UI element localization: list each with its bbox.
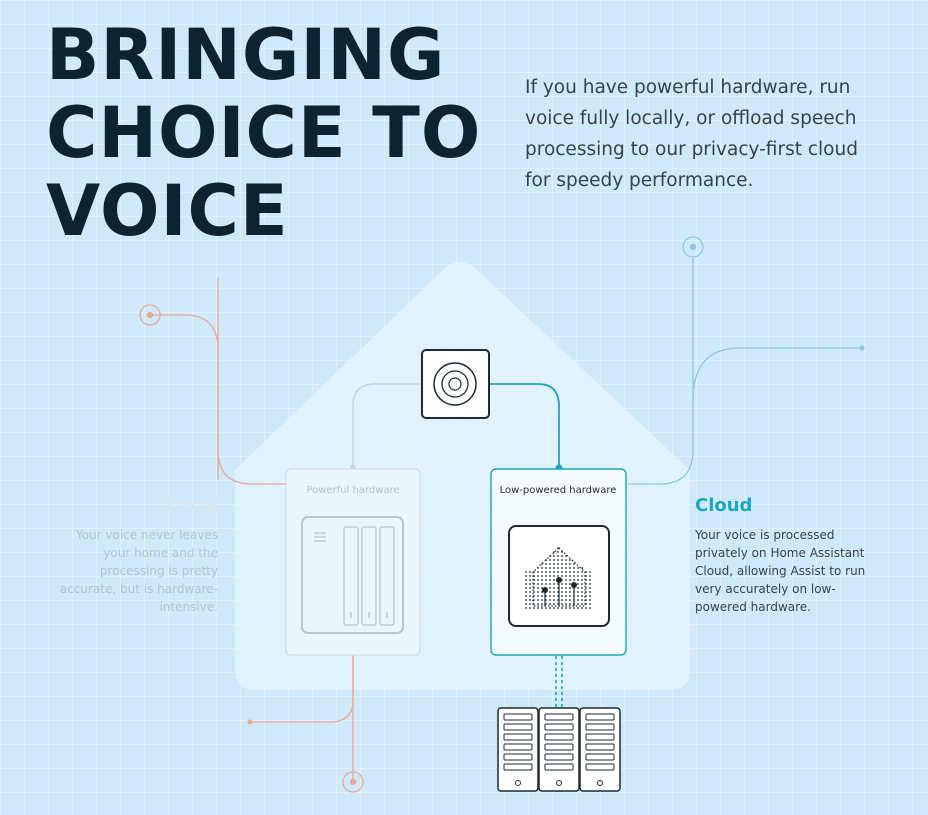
speaker-to-low-powered-line — [489, 383, 560, 468]
target-icon — [342, 771, 364, 793]
rack-slot — [585, 763, 615, 771]
line-endpoint-dot — [859, 345, 865, 351]
rack-slot — [585, 743, 615, 751]
server-icon — [301, 516, 404, 634]
local-connector-lines — [150, 278, 354, 780]
rack-slot — [585, 753, 615, 761]
speaker-to-powerful-line — [352, 383, 422, 468]
powerful-hardware-card — [285, 468, 421, 656]
rack-slot — [503, 743, 533, 751]
rack-slot — [544, 733, 574, 741]
rack-slot — [544, 713, 574, 721]
rack-indicator — [597, 780, 603, 786]
headline: BRINGING CHOICE TO VOICE — [46, 16, 481, 250]
local-title: Local — [166, 495, 219, 516]
headline-line-3: VOICE — [46, 170, 289, 252]
intro-text: If you have powerful hardware, run voice… — [525, 77, 858, 191]
headline-line-2: CHOICE TO — [46, 92, 482, 174]
rack-indicator — [556, 780, 562, 786]
powerful-hardware-label: Powerful hardware — [306, 485, 400, 496]
rack-slot — [585, 723, 615, 731]
local-description: Your voice never leaves your home and th… — [59, 528, 218, 614]
low-powered-hardware-card — [490, 468, 627, 656]
cloud-title: Cloud — [695, 495, 753, 516]
home-assistant-icon — [508, 525, 610, 627]
rack-slot — [503, 763, 533, 771]
target-icon — [139, 304, 161, 326]
speaker-icon — [421, 349, 490, 419]
cloud-data-link — [555, 656, 563, 708]
rack-slot — [544, 743, 574, 751]
rack-slot — [544, 753, 574, 761]
dot-pattern — [525, 547, 591, 609]
line-endpoint-dot — [247, 719, 253, 725]
low-powered-hardware-label: Low-powered hardware — [499, 485, 617, 496]
rack-slot — [585, 713, 615, 721]
target-icon — [682, 236, 704, 258]
rack-slot — [503, 723, 533, 731]
rack-slot — [503, 713, 533, 721]
rack-slot — [544, 763, 574, 771]
rack-slot — [585, 733, 615, 741]
headline-line-1: BRINGING — [46, 14, 446, 96]
rack-indicator — [515, 780, 521, 786]
cloud-connector-lines — [628, 258, 862, 485]
rack-slot — [503, 733, 533, 741]
cloud-description: Your voice is processed privately on Hom… — [695, 528, 866, 614]
rack-slot — [544, 723, 574, 731]
rack-slot — [503, 753, 533, 761]
server-rack-slots — [503, 713, 615, 786]
